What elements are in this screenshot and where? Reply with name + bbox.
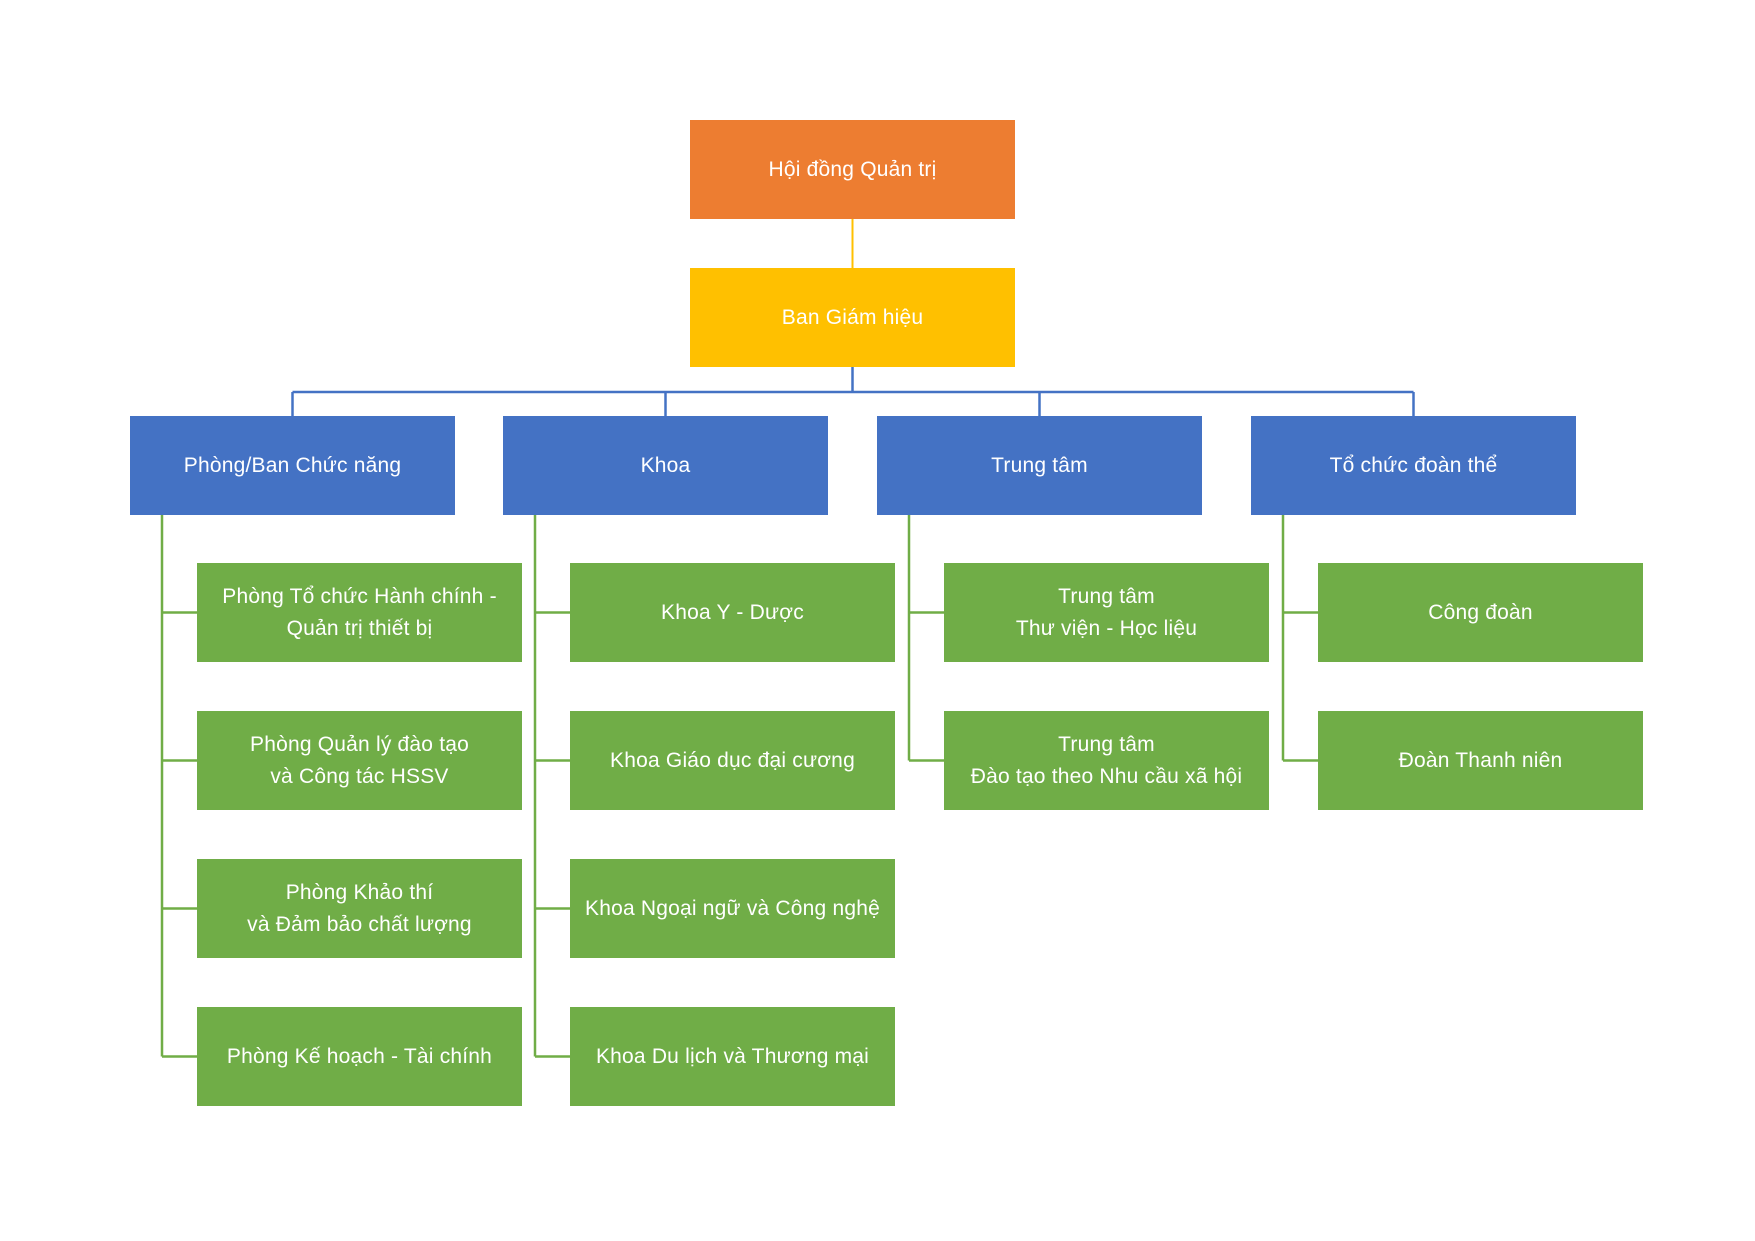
unit-node: Đoàn Thanh niên	[1318, 711, 1643, 810]
group-node: Tổ chức đoàn thể	[1251, 416, 1576, 515]
unit-node: Phòng Tổ chức Hành chính - Quản trị thiế…	[197, 563, 522, 662]
group-node: Phòng/Ban Chức năng	[130, 416, 455, 515]
unit-node: Khoa Giáo dục đại cương	[570, 711, 895, 810]
group-node: Trung tâm	[877, 416, 1202, 515]
unit-node: Công đoàn	[1318, 563, 1643, 662]
unit-node: Phòng Quản lý đào tạo và Công tác HSSV	[197, 711, 522, 810]
unit-node: Trung tâm Thư viện - Học liệu	[944, 563, 1269, 662]
rectorate-node: Ban Giám hiệu	[690, 268, 1015, 367]
group-node: Khoa	[503, 416, 828, 515]
unit-node: Trung tâm Đào tạo theo Nhu cầu xã hội	[944, 711, 1269, 810]
unit-node: Khoa Y - Dược	[570, 563, 895, 662]
unit-node: Phòng Kế hoạch - Tài chính	[197, 1007, 522, 1106]
unit-node: Phòng Khảo thí và Đảm bảo chất lượng	[197, 859, 522, 958]
unit-node: Khoa Du lịch và Thương mại	[570, 1007, 895, 1106]
board-node: Hội đồng Quản trị	[690, 120, 1015, 219]
unit-node: Khoa Ngoại ngữ và Công nghệ	[570, 859, 895, 958]
